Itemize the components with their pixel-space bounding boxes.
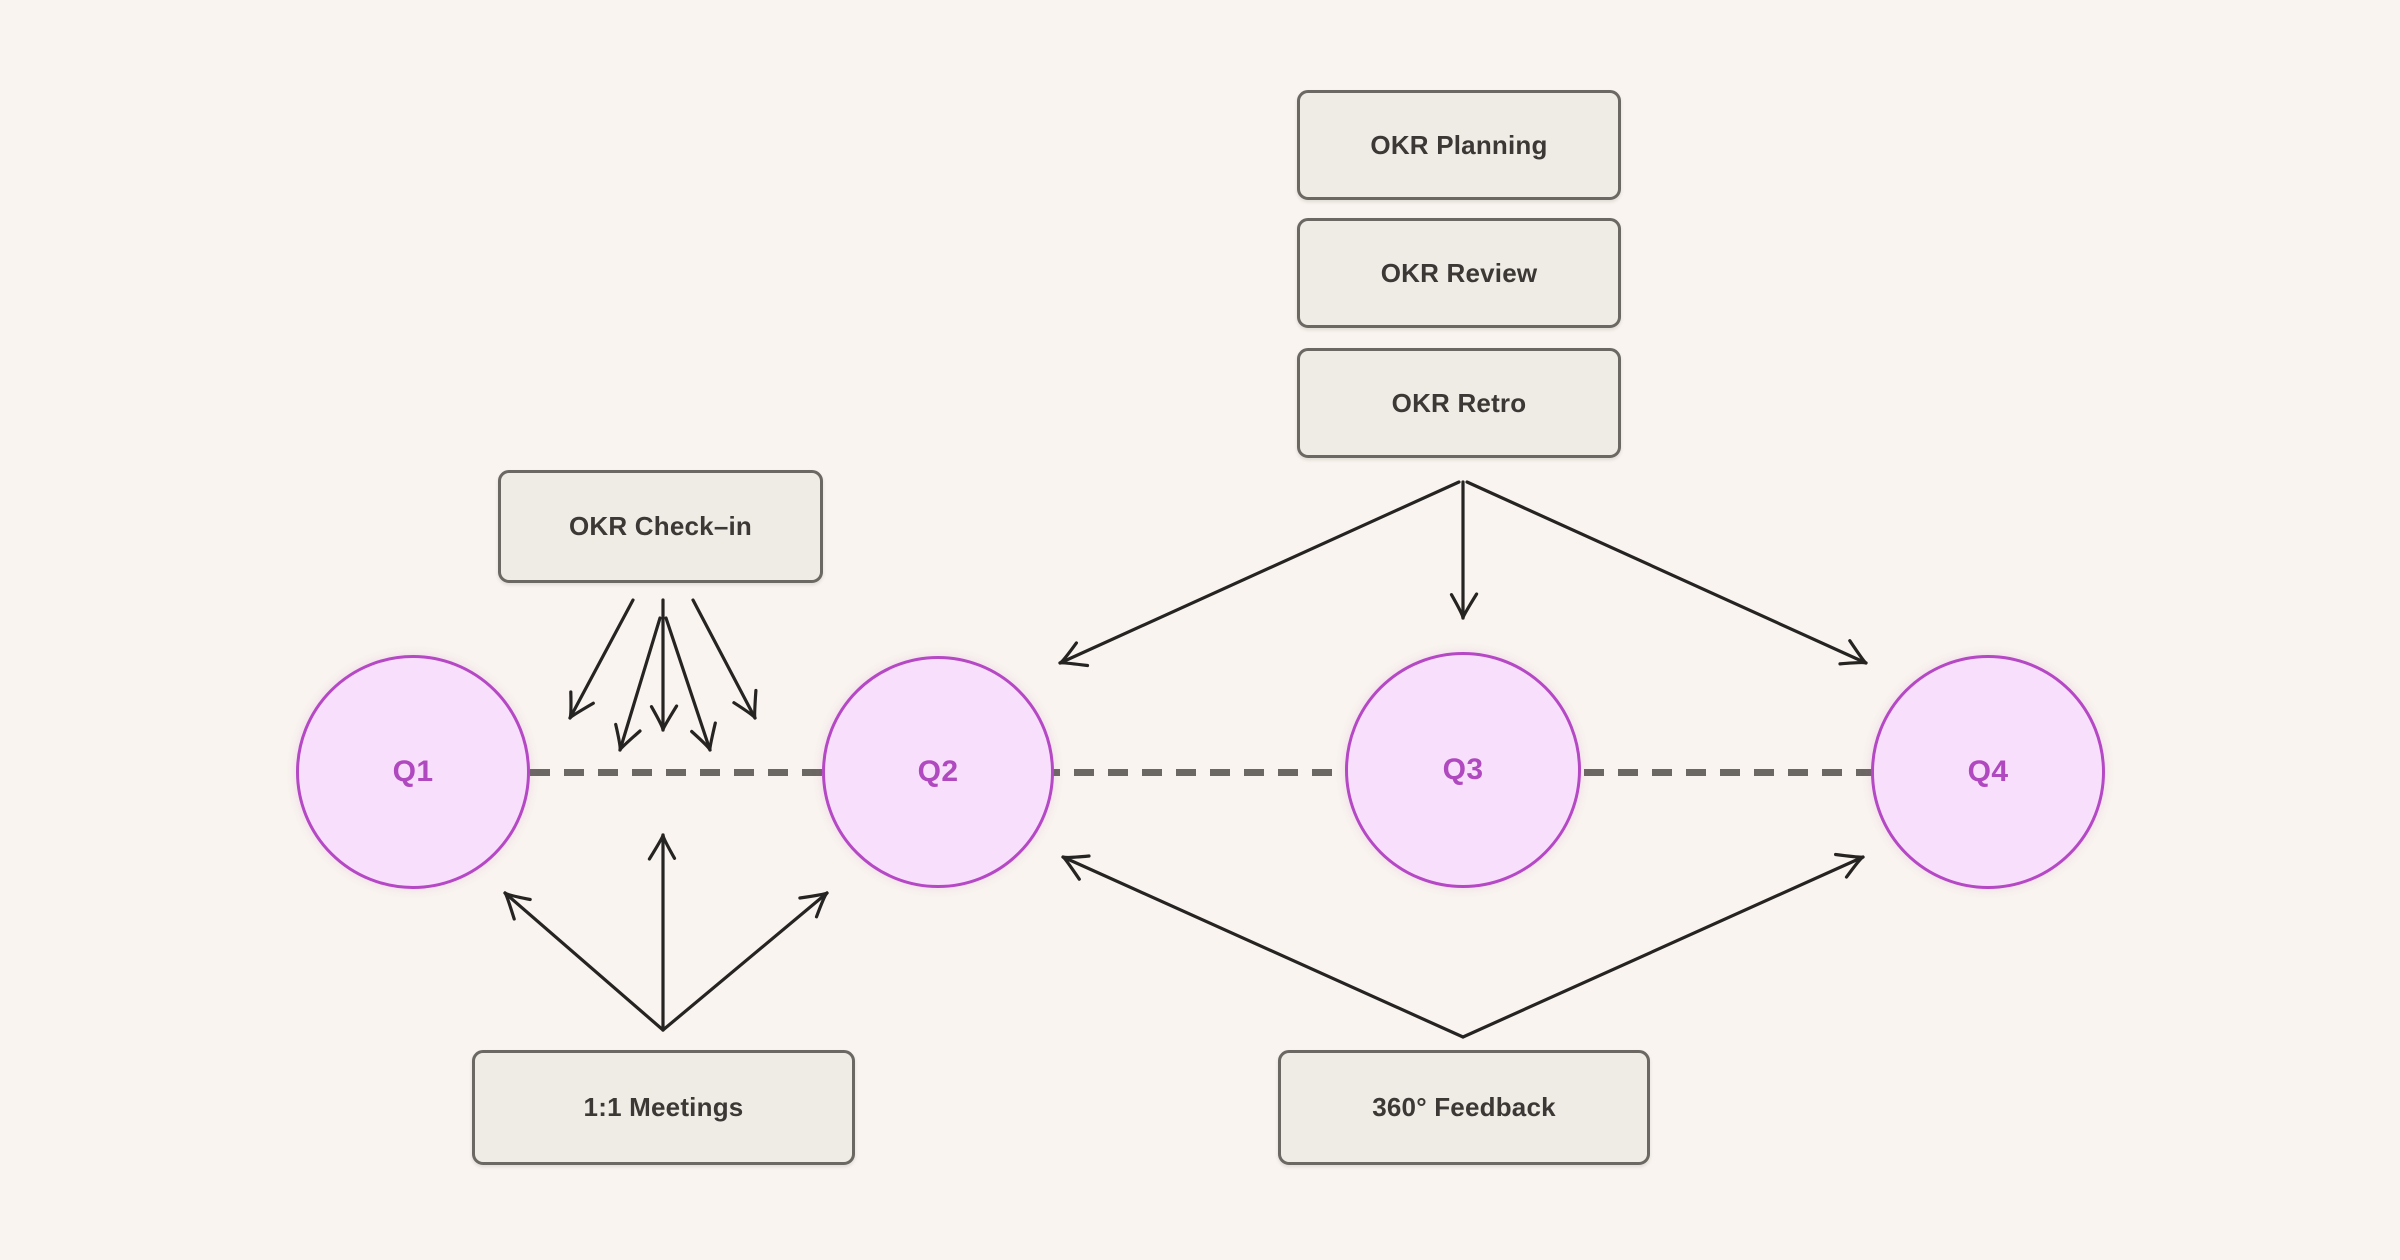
connector-arrow-checkin-fan-3 [649,598,679,732]
connector-arrow-feedback-to-q2 [1061,854,1465,1039]
activity-label-360-feedback: 360° Feedback [1372,1092,1556,1122]
connector-arrow-retro-to-q3 [1449,480,1479,620]
connector-arrow-retro-to-q4 [1465,480,1868,666]
connector-arrow-checkin-fan-2 [614,616,662,752]
connector-arrow-meetings-to-q2 [661,891,829,1032]
connector-arrow-meetings-to-q1 [503,891,665,1032]
activity-box-360-feedback[interactable]: 360° Feedback [1278,1050,1650,1165]
activity-label-okr-checkin: OKR Check–in [568,511,752,541]
quarter-timeline-dashed-line [530,769,1880,776]
activity-label-one-on-one-meetings: 1:1 Meetings [583,1092,744,1122]
quarter-label-q3: Q3 [1442,753,1484,786]
quarter-node-q1[interactable]: Q1 [296,655,530,889]
connector-arrow-checkin-fan-1 [568,598,635,720]
connector-arrow-feedback-to-q4 [1461,852,1865,1039]
activity-box-okr-checkin[interactable]: OKR Check–in [498,470,823,583]
activity-box-okr-planning[interactable]: OKR Planning [1297,90,1621,200]
quarter-node-q3[interactable]: Q3 [1345,652,1581,888]
quarter-label-q2: Q2 [917,755,959,788]
activity-box-okr-review[interactable]: OKR Review [1297,218,1621,328]
activity-label-okr-review: OKR Review [1380,257,1538,288]
quarter-label-q1: Q1 [392,755,434,788]
connector-arrow-checkin-fan-4 [664,616,717,752]
quarter-label-q4: Q4 [1967,755,2009,788]
connector-arrow-checkin-fan-5 [691,598,758,720]
quarter-node-q2[interactable]: Q2 [822,656,1054,888]
quarter-node-q4[interactable]: Q4 [1871,655,2105,889]
connector-arrow-meetings-up [647,833,677,1032]
activity-box-okr-retro[interactable]: OKR Retro [1297,348,1621,458]
activity-label-okr-retro: OKR Retro [1391,387,1527,418]
connector-arrow-retro-to-q2 [1058,480,1461,668]
activity-box-one-on-one-meetings[interactable]: 1:1 Meetings [472,1050,855,1165]
activity-label-okr-planning: OKR Planning [1370,129,1548,160]
